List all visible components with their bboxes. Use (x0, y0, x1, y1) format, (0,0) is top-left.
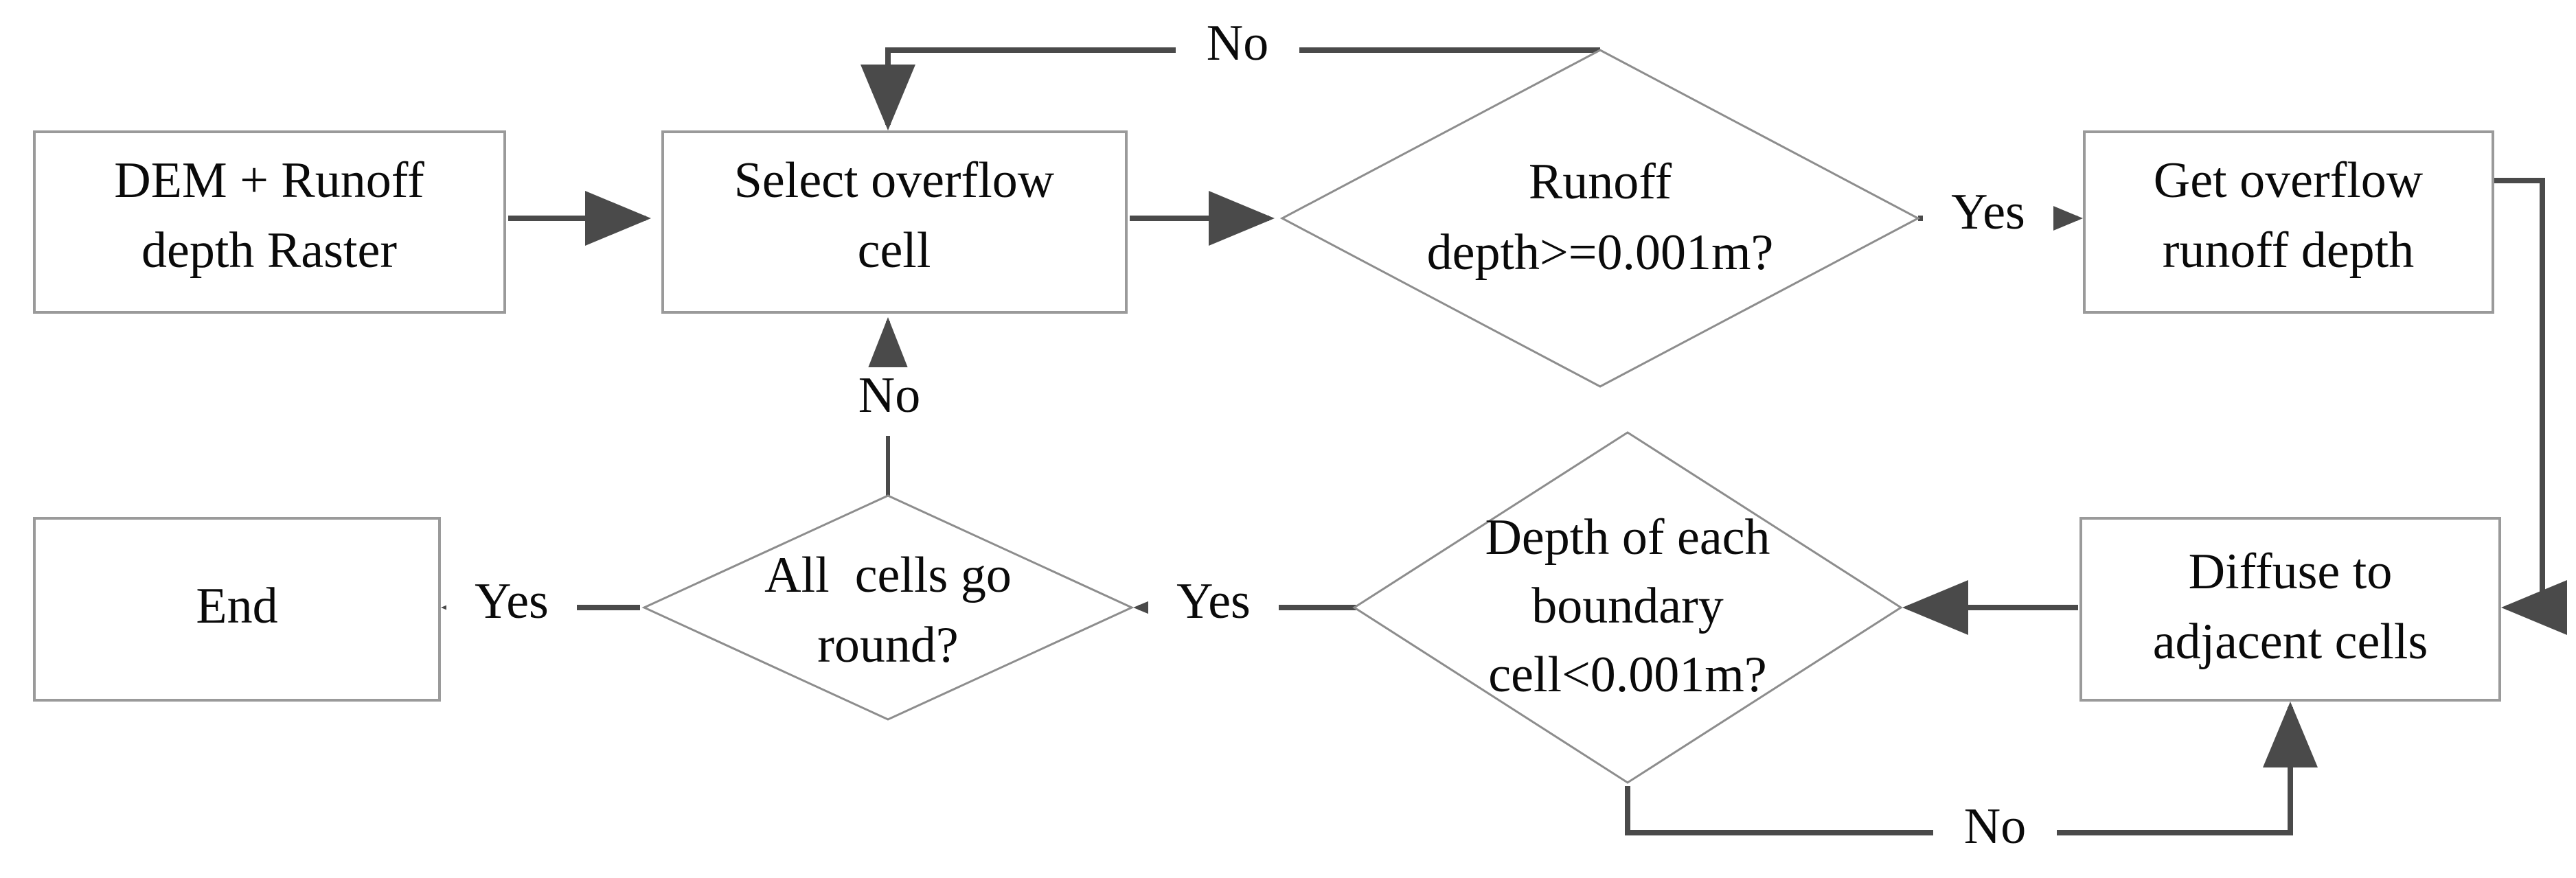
edge-label-bg-runoff-no (1176, 15, 1299, 84)
node-boundary-depth-check-line-2: boundary (1531, 578, 1724, 634)
node-diffuse-adjacent-cells-line-1: Diffuse to (2189, 544, 2393, 600)
node-diffuse-adjacent-cells[interactable] (2079, 517, 2501, 702)
node-select-overflow-cell-line-2: cell (858, 222, 931, 279)
edge-runoff-check-no-loop (860, 47, 1600, 130)
node-all-cells-check-line-1: All cells go (764, 547, 1012, 603)
node-boundary-depth-check-line-3: cell<0.001m? (1488, 647, 1766, 703)
node-boundary-depth-check-line-1: Depth of each (1485, 509, 1770, 566)
node-runoff-depth-check-line-2: depth>=0.001m? (1427, 224, 1774, 281)
edge-label-bg-boundary-no (1933, 798, 2057, 867)
edge-label-boundary-check-no: No (1964, 798, 2026, 855)
node-runoff-depth-check-line-1: Runoff (1529, 154, 1672, 210)
node-get-overflow-runoff-depth-line-2: runoff depth (2163, 222, 2415, 279)
edge-label-bg-all-cells-yes (446, 575, 577, 643)
node-dem-input[interactable] (33, 130, 506, 314)
node-get-overflow-runoff-depth-line-1: Get overflow (2154, 152, 2424, 209)
edge-label-runoff-check-yes: Yes (1951, 184, 2025, 240)
node-dem-input-line-2: depth Raster (141, 222, 397, 279)
edge-label-all-cells-no: No (858, 367, 920, 424)
node-select-overflow-cell[interactable] (661, 130, 1128, 314)
node-end-label: End (196, 578, 277, 634)
node-all-cells-check[interactable] (641, 494, 1135, 721)
node-end[interactable] (33, 517, 441, 702)
node-dem-input-line-1: DEM + Runoff (114, 152, 424, 209)
node-diffuse-adjacent-cells-line-2: adjacent cells (2153, 614, 2428, 670)
node-get-overflow-runoff-depth[interactable] (2083, 130, 2494, 314)
edge-label-all-cells-yes: Yes (475, 573, 549, 629)
edge-label-bg-all-cells-no (828, 367, 951, 436)
node-select-overflow-cell-line-1: Select overflow (734, 152, 1055, 209)
edge-label-bg-runoff-yes (1923, 184, 2053, 253)
node-all-cells-check-line-2: round? (817, 617, 959, 673)
edge-label-boundary-check-yes: Yes (1176, 573, 1251, 629)
node-runoff-depth-check[interactable] (1279, 49, 1921, 388)
edge-label-runoff-check-no: No (1207, 15, 1268, 71)
edge-get-depth-to-diffuse (2494, 178, 2567, 635)
edge-label-bg-boundary-yes (1148, 575, 1279, 643)
node-boundary-depth-check[interactable] (1352, 431, 1903, 784)
